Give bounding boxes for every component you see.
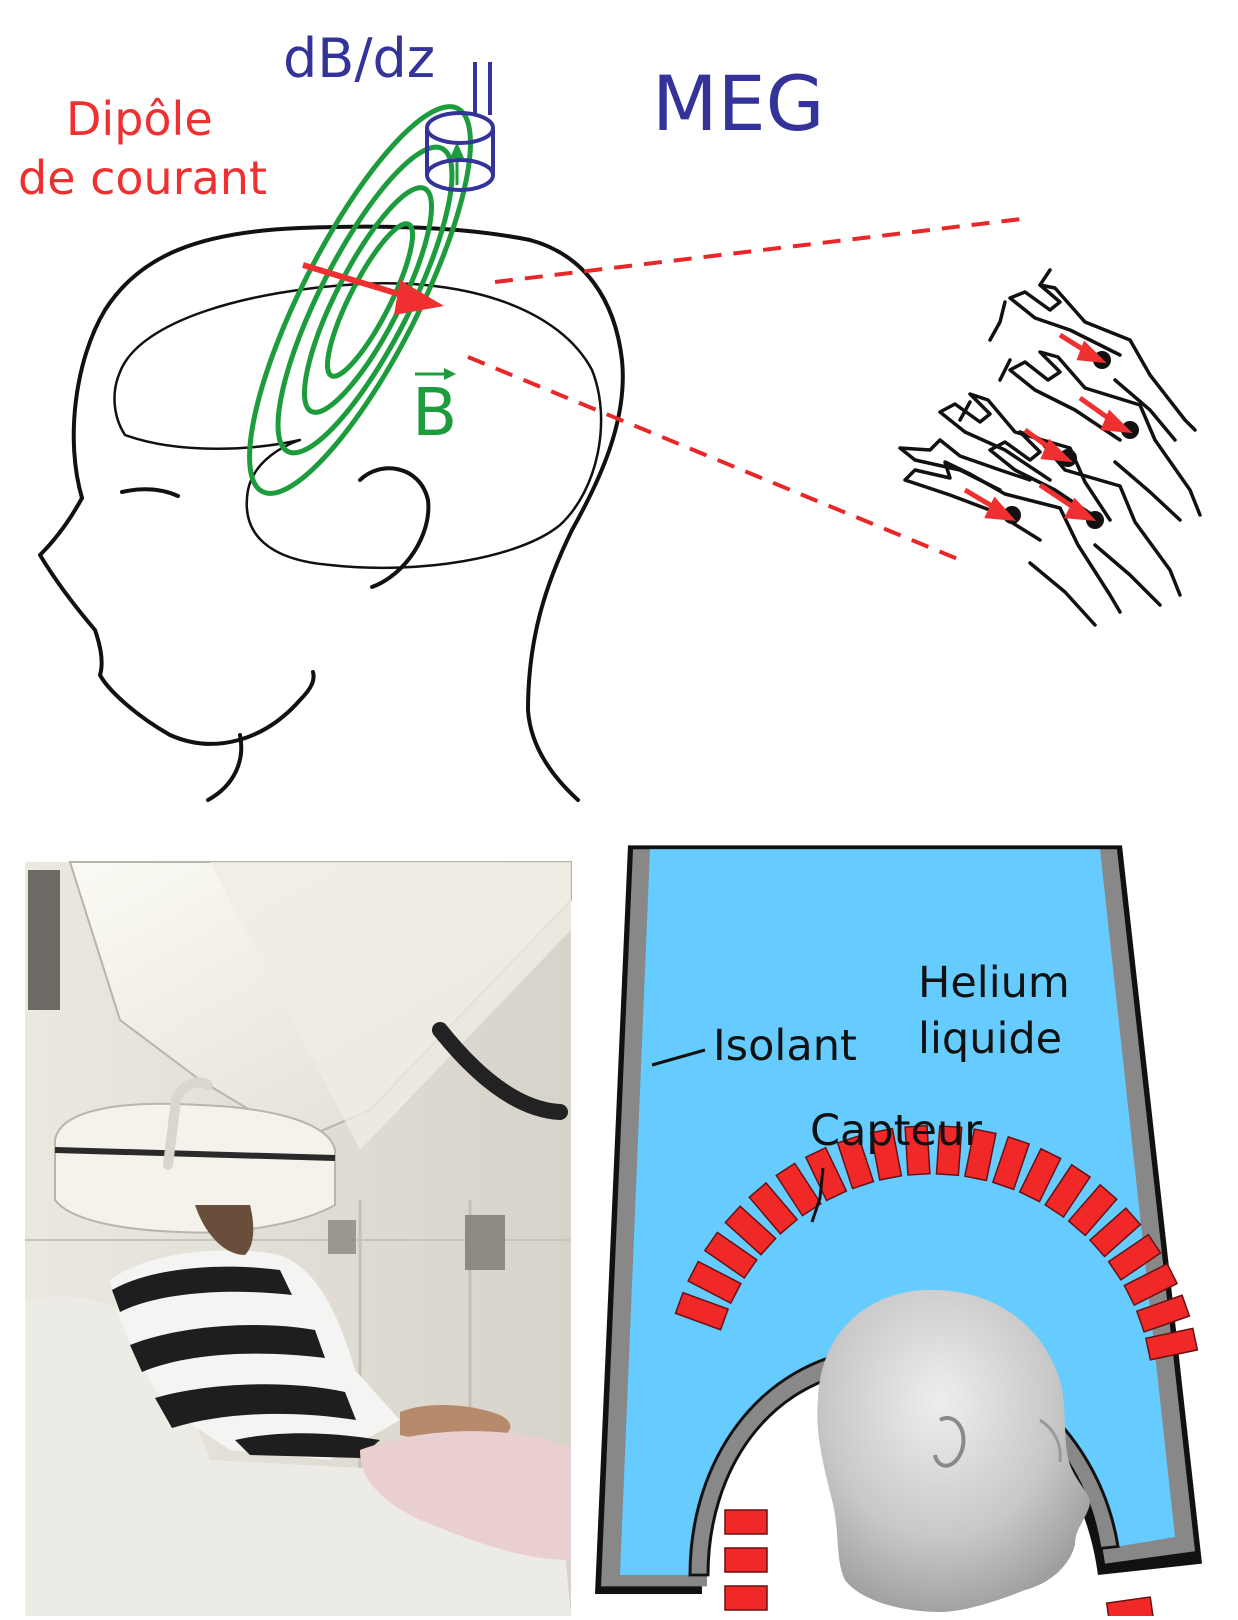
sensor (991, 1135, 1031, 1191)
sensor (1088, 1207, 1142, 1258)
sensor (1018, 1147, 1062, 1203)
sensor (935, 1125, 963, 1177)
meg-title: MEG (652, 59, 825, 148)
sensor (963, 1128, 997, 1182)
sensor (1107, 1233, 1162, 1281)
sensor (1067, 1183, 1118, 1237)
head-outline-icon (38, 224, 625, 802)
current-dipole-arrow-icon (302, 262, 444, 315)
dipole-label-line2: de courant (18, 151, 268, 205)
sensor (1044, 1163, 1092, 1219)
sensor (1105, 1596, 1155, 1620)
sensor (775, 1162, 822, 1217)
sensor (724, 1585, 768, 1611)
b-field-label: B (412, 374, 458, 451)
sensor (804, 1146, 848, 1202)
sensor (1123, 1262, 1179, 1307)
sensor (724, 1205, 777, 1256)
dipole-label-line1: Dipôle (66, 92, 213, 146)
helium-label-line2: liquide (918, 1014, 1063, 1064)
helium-label-line1: Helium (918, 958, 1070, 1008)
sensor (687, 1260, 742, 1305)
sensor (724, 1509, 768, 1535)
sensor-label: Capteur (810, 1106, 982, 1156)
sensor (724, 1547, 768, 1573)
insulator-label: Isolant (713, 1021, 857, 1071)
sensor-array-icon (674, 1124, 1199, 1620)
magnetic-field-lines-icon (247, 104, 473, 496)
zoom-dashed-lines-icon (467, 216, 1031, 564)
isolant-leader-line (651, 1048, 706, 1067)
b-vector-arrow-icon (415, 368, 456, 380)
sensor (904, 1124, 931, 1176)
neuron-dipoles-icon (963, 332, 1133, 522)
sensor (836, 1135, 875, 1190)
meg-photo (25, 861, 572, 1616)
sensor (674, 1291, 730, 1331)
pickup-coil-icon (425, 62, 495, 192)
sensor (748, 1181, 799, 1235)
sensor (869, 1127, 903, 1181)
sensor (703, 1231, 758, 1279)
sensor (1135, 1294, 1191, 1333)
sensor (1144, 1327, 1199, 1361)
field-up-arrow-icon (450, 142, 464, 185)
capteur-leader-line (810, 1167, 825, 1223)
neuron-cluster-icon (898, 268, 1202, 627)
field-derivative-label: dB/dz (283, 27, 436, 90)
3d-head-icon (817, 1289, 1090, 1612)
